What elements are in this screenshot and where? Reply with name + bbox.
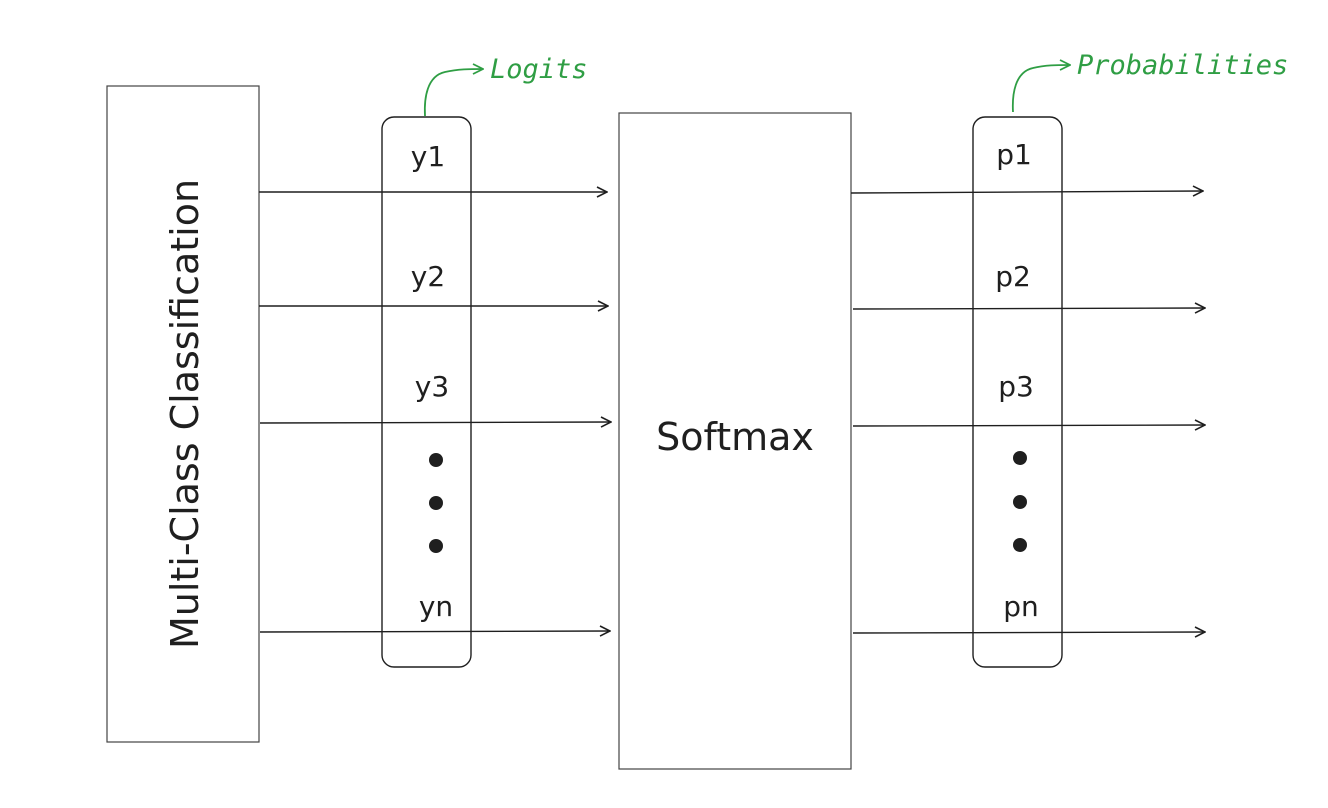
ellipsis-dot xyxy=(429,453,443,467)
probability-arrow-2 xyxy=(852,308,1205,309)
probabilities-annotation-arrow xyxy=(1011,65,1070,113)
logit-arrow-3 xyxy=(259,422,611,423)
ellipsis-dot xyxy=(1013,451,1027,465)
logits-column xyxy=(381,116,472,668)
logits-annotation-arrow xyxy=(423,69,483,117)
logit-label-1: y1 xyxy=(411,140,445,173)
logits-annotation: Logits xyxy=(490,54,588,85)
softmax-box xyxy=(618,112,852,770)
ellipsis-dot xyxy=(1013,495,1027,509)
ellipsis-dot xyxy=(429,496,443,510)
logit-label-3: y3 xyxy=(415,370,449,403)
logit-arrow-n xyxy=(259,631,610,632)
probability-arrow-1 xyxy=(850,191,1203,193)
probability-arrow-3 xyxy=(852,425,1205,426)
classifier-box xyxy=(106,85,260,743)
probabilities-annotation: Probabilities xyxy=(1077,50,1288,81)
ellipsis-dot xyxy=(429,539,443,553)
softmax-label: Softmax xyxy=(656,415,814,459)
ellipsis-dot xyxy=(1013,538,1027,552)
probabilities-column xyxy=(972,116,1063,668)
logit-label-n: yn xyxy=(419,590,453,623)
logit-label-2: y2 xyxy=(411,260,445,293)
probability-label-n: pn xyxy=(1003,590,1039,623)
probability-label-1: p1 xyxy=(996,138,1032,171)
probability-label-2: p2 xyxy=(995,260,1031,293)
probability-label-3: p3 xyxy=(998,370,1034,403)
probability-arrow-n xyxy=(852,632,1205,633)
classifier-label: Multi-Class Classification xyxy=(163,179,207,649)
